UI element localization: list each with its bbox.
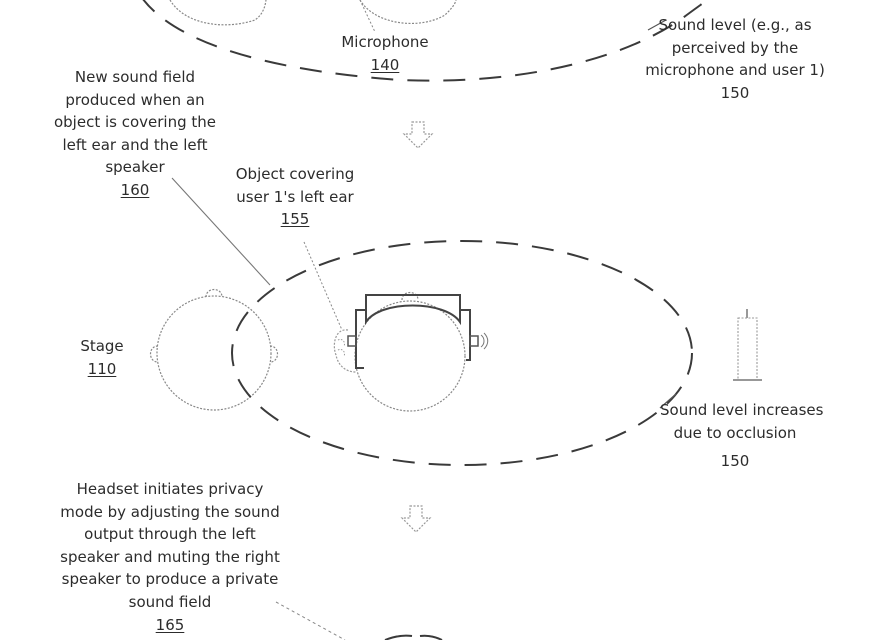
sound-field-ellipse-initial [142, 0, 710, 82]
sound-field-ellipse-occluded [231, 240, 693, 466]
sound-level-label: Sound level (e.g., as perceived by the m… [640, 14, 830, 104]
new-sound-field-line-5: speaker [105, 158, 165, 177]
object-covering-left-ear [333, 329, 357, 373]
panel-privacy-mode [275, 601, 443, 640]
sound-level-line-2: perceived by the [671, 38, 799, 57]
headset-privacy-line-5: speaker to produce a private [61, 570, 279, 589]
object-covering-label: Object covering user 1's left ear 155 [220, 163, 370, 231]
sound-level-increase-line-2: due to occlusion [673, 423, 797, 442]
sound-level-increase-label: Sound level increases due to occlusion 1… [660, 399, 824, 473]
new-sound-field-line-2: produced when an [65, 90, 205, 109]
headset-right-earcup [460, 309, 471, 361]
microphone-leader-line [359, 0, 376, 33]
sound-level-meter-icon [733, 309, 762, 381]
stage-ref-number: 110 [87, 359, 117, 378]
headset-privacy-line-1: Headset initiates privacy [76, 480, 264, 498]
headset-privacy-line-4: speaker and muting the right [60, 547, 280, 566]
stage-label-text: Stage [80, 337, 124, 355]
left-speaker-icon [347, 335, 357, 347]
sound-level-leader-line [647, 19, 667, 31]
new-sound-field-ref-number: 160 [120, 180, 150, 199]
headset-band [365, 294, 461, 326]
stage-label: Stage 110 [62, 335, 142, 380]
object-covering-ref-number: 155 [280, 210, 310, 229]
headset-privacy-line-3: output through the left [84, 525, 256, 544]
headset-privacy-line-6: sound field [128, 592, 212, 611]
object-covering-line-2: user 1's left ear [236, 187, 354, 206]
stage-person-head [149, 288, 279, 411]
down-arrow-icon [400, 505, 432, 533]
headset-privacy-line-2: mode by adjusting the sound [60, 502, 280, 521]
sound-level-line-3: microphone and user 1) [645, 61, 825, 80]
right-speaker-icon [469, 335, 479, 347]
sound-level-ref-number: 150 [720, 83, 750, 102]
panel-occluded-sound-field [149, 177, 762, 466]
sound-level-line-1: Sound level (e.g., as [658, 16, 812, 34]
sound-level-increase-leader-line [659, 393, 677, 409]
sound-field-ellipse-privacy-partial [384, 634, 443, 640]
down-arrow-icon [402, 121, 434, 149]
headset-privacy-ref-number: 165 [155, 615, 185, 634]
sound-level-increase-ref-number: 150 [720, 452, 750, 471]
microphone-ref-number: 140 [370, 55, 400, 74]
object-covering-leader-line [303, 241, 343, 331]
new-sound-field-line-3: object is covering the [53, 113, 217, 132]
user-head-with-headset [333, 291, 489, 412]
new-sound-field-line-4: left ear and the left [62, 135, 208, 154]
object-covering-line-1: Object covering [235, 165, 355, 183]
user-head-right-partial [359, 0, 457, 25]
sound-level-increase-line-1: Sound level increases [660, 401, 824, 419]
microphone-label-text: Microphone [341, 33, 429, 51]
user-head-left-partial [169, 0, 267, 26]
panel-initial-sound-field [142, 0, 710, 82]
microphone-label: Microphone 140 [330, 31, 440, 76]
new-sound-field-line-1: New sound field [74, 68, 196, 86]
privacy-mode-leader-line [275, 601, 346, 640]
new-sound-field-label: New sound field produced when an object … [40, 66, 230, 202]
headset-privacy-label: Headset initiates privacy mode by adjust… [50, 478, 290, 636]
new-sound-field-leader-line [171, 177, 271, 286]
